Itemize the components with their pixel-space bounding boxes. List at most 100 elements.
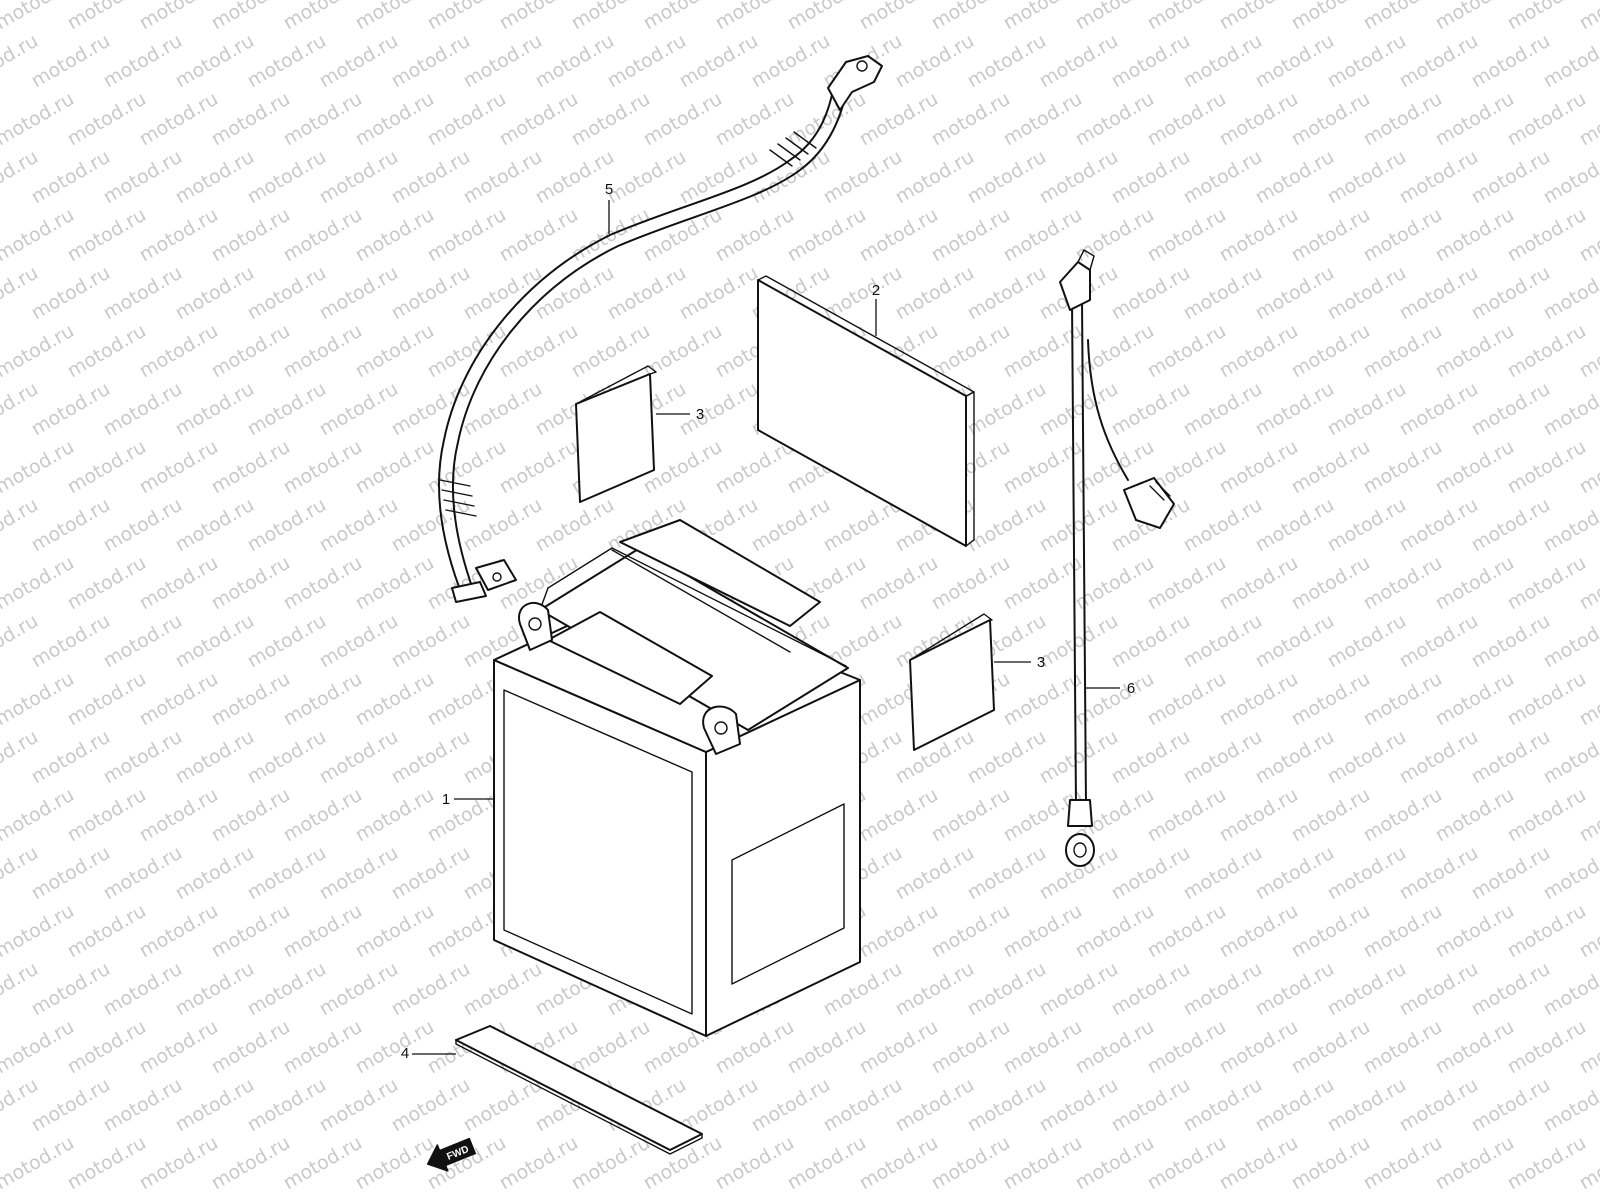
watermark-text: motod.ru — [280, 552, 366, 615]
watermark-text: motod.ru — [1324, 30, 1410, 93]
watermark-text: motod.ru — [100, 726, 186, 789]
watermark-text: motod.ru — [1360, 668, 1446, 731]
watermark-text: motod.ru — [1000, 668, 1086, 731]
watermark-text: motod.ru — [1540, 30, 1600, 93]
watermark-text: motod.ru — [1108, 610, 1194, 673]
watermark-text: motod.ru — [748, 494, 834, 557]
watermark-text: motod.ru — [1360, 436, 1446, 499]
watermark-text: motod.ru — [28, 958, 114, 1021]
watermark-text: motod.ru — [1396, 1074, 1482, 1137]
watermark-text: motod.ru — [136, 88, 222, 151]
watermark-text: motod.ru — [928, 204, 1014, 267]
watermark-text: motod.ru — [1504, 552, 1590, 615]
watermark-text: motod.ru — [1288, 900, 1374, 963]
watermark-text: motod.ru — [388, 610, 474, 673]
watermark-text: motod.ru — [352, 88, 438, 151]
watermark-text: motod.ru — [1144, 1132, 1230, 1195]
watermark-text: motod.ru — [1108, 146, 1194, 209]
battery-part — [493, 519, 861, 1037]
watermark-text: motod.ru — [64, 552, 150, 615]
watermark-text: motod.ru — [1432, 1132, 1518, 1195]
watermark-text: motod.ru — [676, 146, 762, 209]
watermark-text: motod.ru — [316, 958, 402, 1021]
watermark-text: motod.ru — [352, 668, 438, 731]
watermark-text: motod.ru — [892, 842, 978, 905]
watermark-text: motod.ru — [0, 900, 78, 963]
watermark-text: motod.ru — [244, 262, 330, 325]
watermark-text: motod.ru — [676, 262, 762, 325]
watermark-text: motod.ru — [208, 900, 294, 963]
watermark-text: motod.ru — [1540, 1074, 1600, 1137]
watermark-text: motod.ru — [1396, 146, 1482, 209]
watermark-text: motod.ru — [136, 668, 222, 731]
watermark-text: motod.ru — [1216, 88, 1302, 151]
watermark-text: motod.ru — [892, 262, 978, 325]
watermark-text: motod.ru — [1108, 378, 1194, 441]
watermark-text: motod.ru — [1252, 378, 1338, 441]
watermark-text: motod.ru — [1360, 1016, 1446, 1079]
watermark-text: motod.ru — [1540, 494, 1600, 557]
watermark-text: motod.ru — [964, 30, 1050, 93]
watermark-text: motod.ru — [964, 378, 1050, 441]
watermark-text: motod.ru — [1540, 842, 1600, 905]
watermark-text: motod.ru — [1468, 842, 1554, 905]
watermark-text: motod.ru — [964, 262, 1050, 325]
watermark-text: motod.ru — [280, 204, 366, 267]
watermark-text: motod.ru — [280, 1016, 366, 1079]
watermark-text: motod.ru — [172, 30, 258, 93]
watermark-text: motod.ru — [1144, 668, 1230, 731]
watermark-text: motod.ru — [1504, 900, 1590, 963]
watermark-text: motod.ru — [1468, 1074, 1554, 1137]
watermark-text: motod.ru — [424, 88, 510, 151]
callout-2: 2 — [872, 282, 880, 299]
watermark-text: motod.ru — [820, 146, 906, 209]
watermark-text: motod.ru — [388, 726, 474, 789]
watermark-text: motod.ru — [1108, 842, 1194, 905]
watermark-text: motod.ru — [280, 320, 366, 383]
forward-arrow-icon: FWD — [426, 1137, 476, 1172]
watermark-text: motod.ru — [856, 1132, 942, 1195]
watermark-text: motod.ru — [1144, 204, 1230, 267]
watermark-text: motod.ru — [64, 320, 150, 383]
battery-cable-part — [438, 55, 883, 603]
watermark-text: motod.ru — [1324, 842, 1410, 905]
watermark-text: motod.ru — [64, 900, 150, 963]
watermark-text: motod.ru — [244, 146, 330, 209]
ground-lead-part — [1059, 249, 1175, 867]
watermark-text: motod.ru — [1072, 320, 1158, 383]
watermark-text: motod.ru — [1288, 1132, 1374, 1195]
watermark-text: motod.ru — [1360, 900, 1446, 963]
watermark-text: motod.ru — [568, 320, 654, 383]
watermark-text: motod.ru — [388, 842, 474, 905]
watermark-text: motod.ru — [532, 30, 618, 93]
watermark-text: motod.ru — [136, 552, 222, 615]
watermark-text: motod.ru — [316, 378, 402, 441]
watermark-text: motod.ru — [1252, 726, 1338, 789]
watermark-text: motod.ru — [388, 1074, 474, 1137]
watermark-text: motod.ru — [352, 552, 438, 615]
watermark-text: motod.ru — [604, 146, 690, 209]
watermark-text: motod.ru — [964, 1074, 1050, 1137]
watermark-text: motod.ru — [1324, 146, 1410, 209]
watermark-text: motod.ru — [1324, 610, 1410, 673]
watermark-text: motod.ru — [1288, 1016, 1374, 1079]
watermark-text: motod.ru — [1072, 88, 1158, 151]
watermark-text: motod.ru — [100, 842, 186, 905]
watermark-text: motod.ru — [0, 88, 78, 151]
watermark-text: motod.ru — [424, 204, 510, 267]
watermark-text: motod.ru — [0, 204, 78, 267]
watermark-text: motod.ru — [1108, 726, 1194, 789]
watermark-text: motod.ru — [280, 668, 366, 731]
watermark-text: motod.ru — [1216, 784, 1302, 847]
watermark-text: motod.ru — [1288, 320, 1374, 383]
watermark-text: motod.ru — [1396, 842, 1482, 905]
watermark-text: motod.ru — [64, 204, 150, 267]
watermark-text: motod.ru — [1540, 958, 1600, 1021]
watermark-text: motod.ru — [1288, 204, 1374, 267]
watermark-text: motod.ru — [1396, 494, 1482, 557]
watermark-text: motod.ru — [1036, 494, 1122, 557]
watermark-text: motod.ru — [1144, 1016, 1230, 1079]
watermark-text: motod.ru — [1396, 378, 1482, 441]
small-sheet-lower-part — [909, 613, 995, 751]
